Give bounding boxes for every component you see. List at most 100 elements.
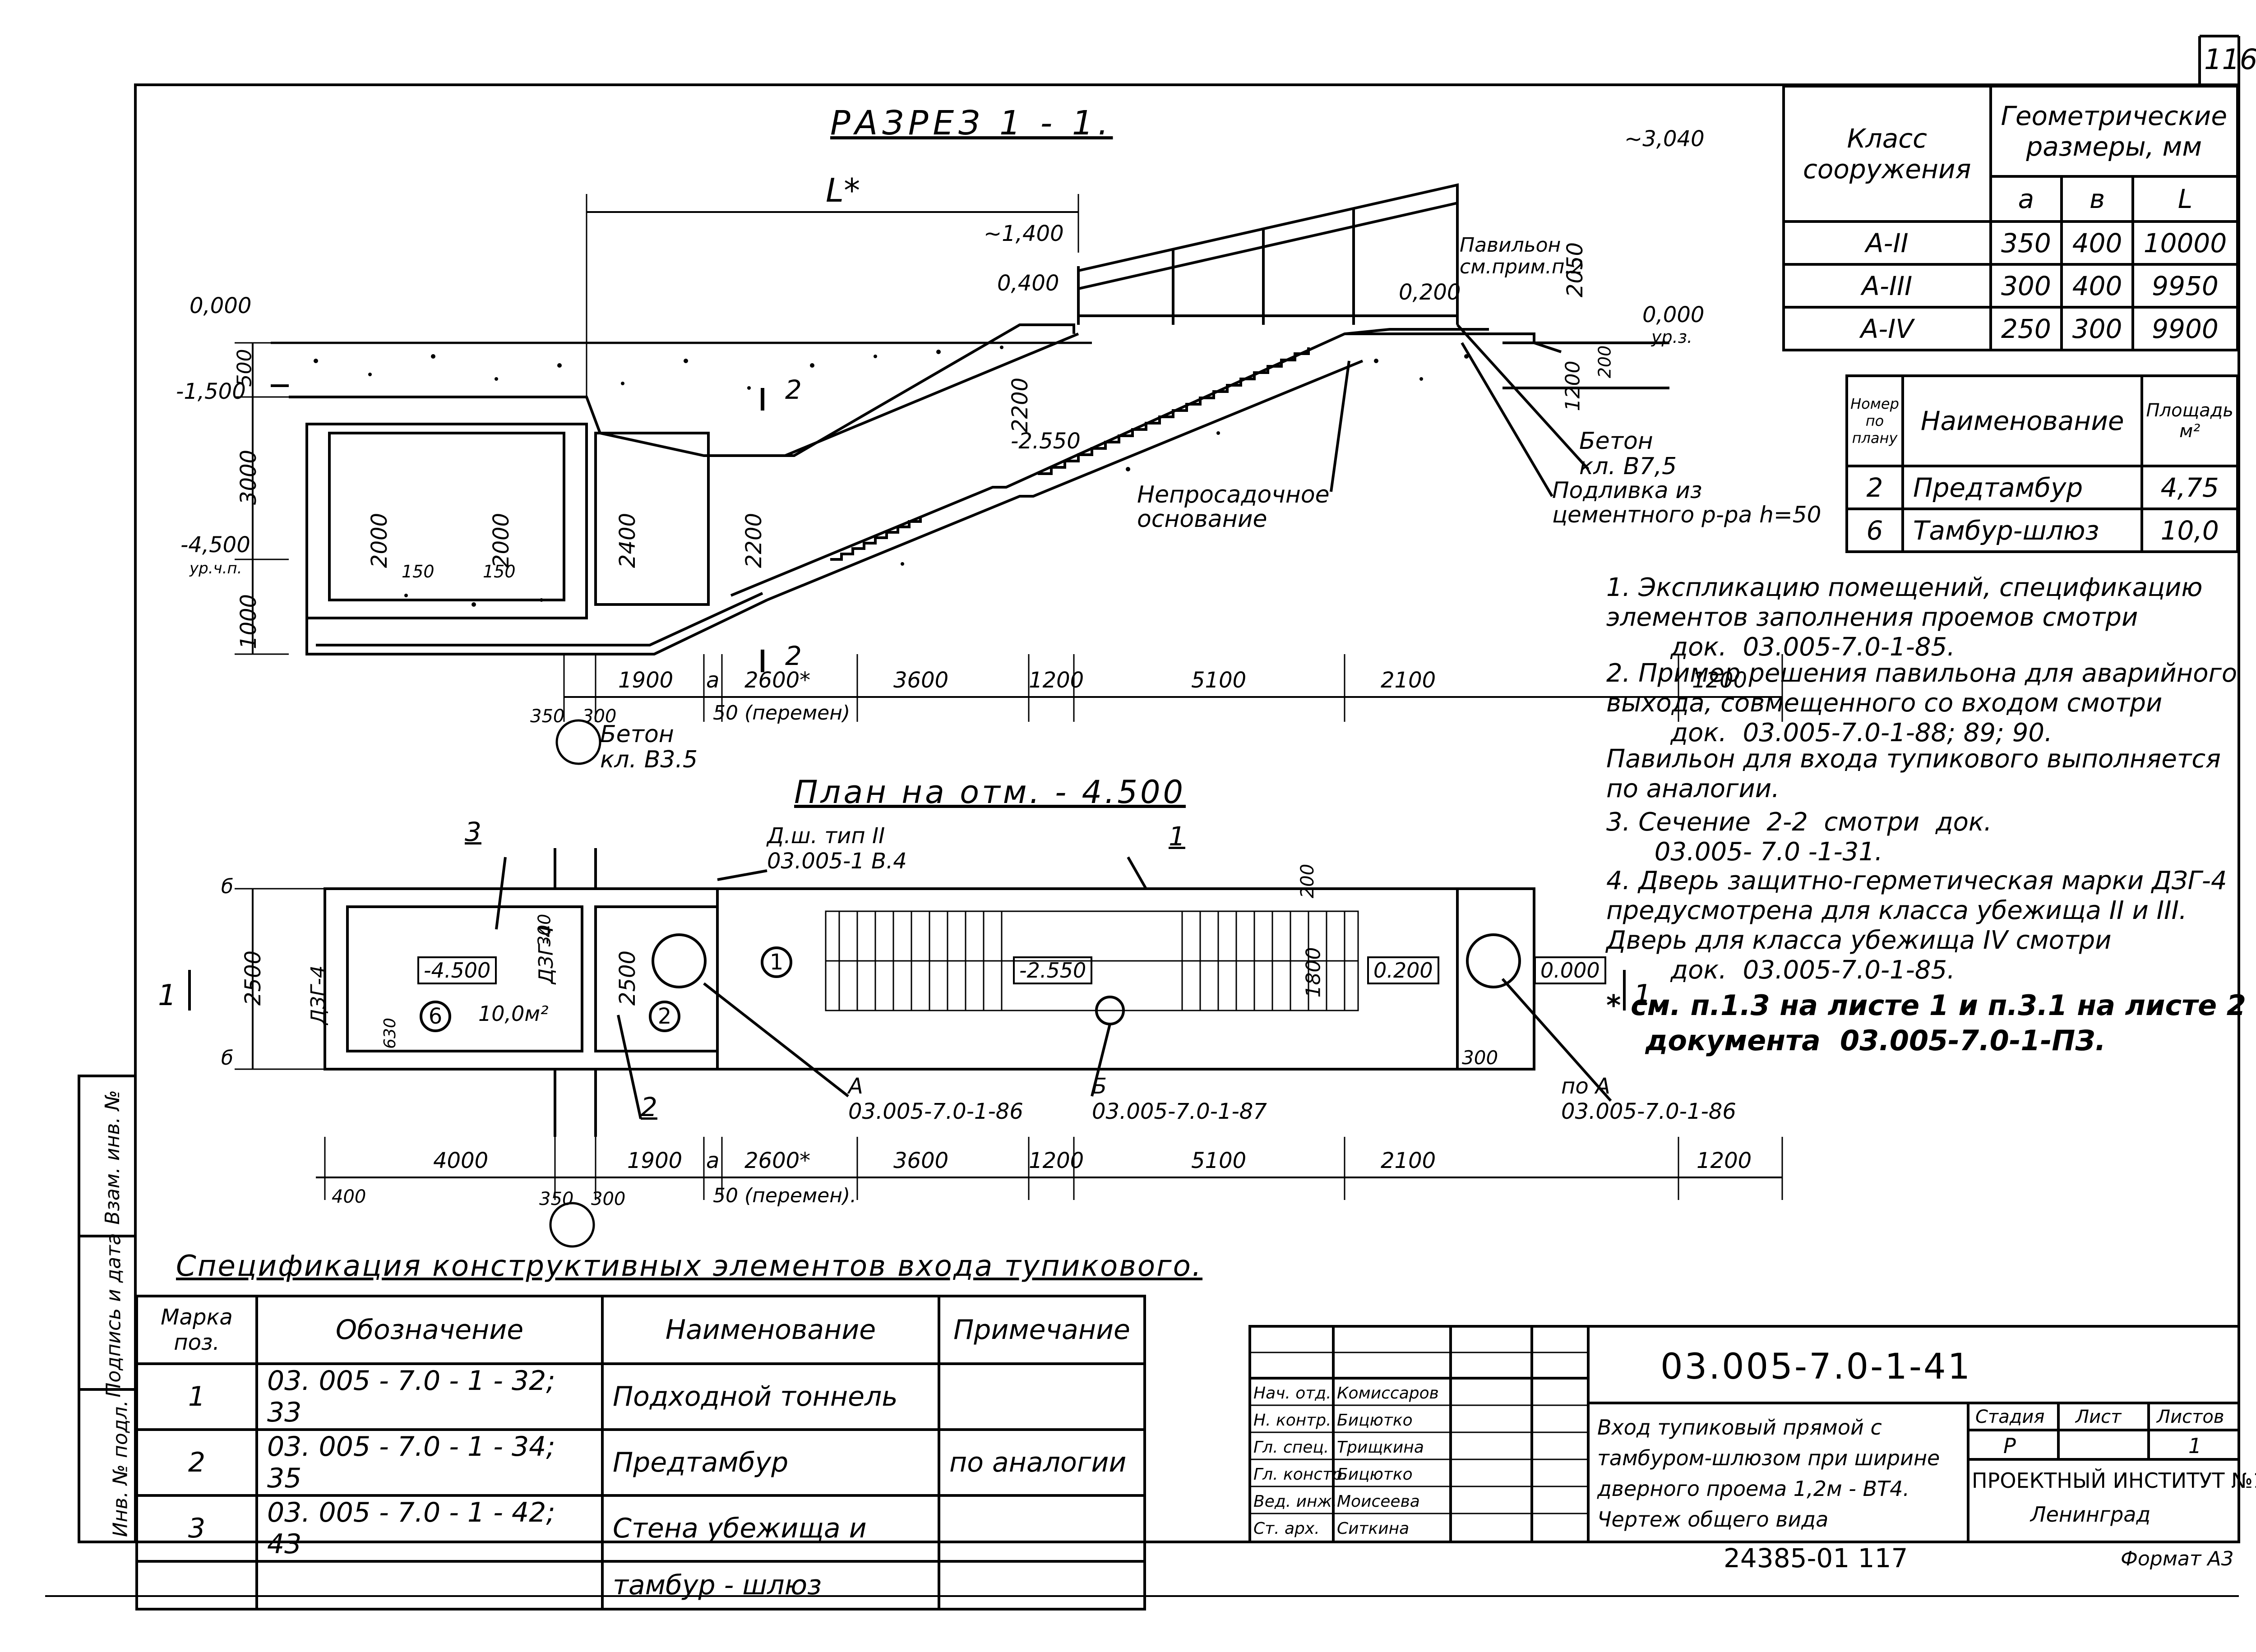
mark-1500: -1,500 xyxy=(176,379,246,404)
room-area: 10,0 xyxy=(2140,508,2239,553)
cell: 10000 xyxy=(2131,220,2239,266)
spec-name: Стена убежища и xyxy=(601,1494,940,1563)
spec-name: Предтамбур xyxy=(601,1428,940,1497)
callout-3: 3 xyxy=(465,817,481,847)
spec-title: Спецификация конструктивных элементов вх… xyxy=(176,1250,1203,1283)
mark-0400: 0,400 xyxy=(997,271,1059,296)
cell: 9900 xyxy=(2131,306,2239,351)
mark-0000: 0,000 xyxy=(190,293,252,318)
room-no: 2 xyxy=(1845,465,1904,510)
concrete-b75-label: Бетон кл. В7,5 xyxy=(1579,428,1677,480)
concrete-b35-label: Бетон кл. В3.5 xyxy=(600,721,698,773)
room-area: 4,75 xyxy=(2140,465,2239,510)
class-header: Класс сооружения xyxy=(1782,85,1992,223)
table-row: А-III 300 400 9950 xyxy=(1782,263,2239,309)
table-row: 1 03. 005 - 7.0 - 1 - 32; 33 Подходной т… xyxy=(135,1362,1146,1431)
base-label: Непросадочное основание xyxy=(1137,481,1330,533)
stage-header: Стадия xyxy=(1975,1407,2045,1427)
plan-dim-1200b: 1200 xyxy=(1697,1148,1752,1173)
table-row: 6 Тамбур-шлюз 10,0 xyxy=(1845,508,2239,553)
plan-dim-350: 350 xyxy=(539,1189,574,1209)
plan-mark-4500: -4.500 xyxy=(417,956,497,984)
plan-title: План на отм. - 4.500 xyxy=(794,774,1186,811)
paper-format: Формат А3 xyxy=(2121,1547,2234,1570)
plan-dim-2100: 2100 xyxy=(1381,1148,1436,1173)
stamp-role-2: Н. контр. xyxy=(1253,1411,1331,1430)
plan-dim-3600: 3600 xyxy=(893,1148,949,1173)
spec-designation: 03. 005 - 7.0 - 1 - 32; 33 xyxy=(255,1362,604,1431)
spec-name: тамбур - шлюз xyxy=(601,1560,940,1610)
spec-designation xyxy=(255,1560,604,1610)
stamp-role-6: Ст. арх. xyxy=(1253,1519,1320,1538)
plan-dim-400: 400 xyxy=(332,1186,366,1207)
spec-mark xyxy=(135,1560,258,1610)
callout-1: 1 xyxy=(1169,821,1185,852)
mark-4500: -4,500 xyxy=(180,532,250,558)
table-row: 2 03. 005 - 7.0 - 1 - 34; 35 Предтамбур … xyxy=(135,1428,1146,1497)
mark-2550: -2.550 xyxy=(1011,429,1081,454)
sec-dim-2600: 2600* xyxy=(744,668,811,693)
sheet-number: 116 xyxy=(2204,43,2256,76)
note-1: 1. Экспликацию помещений, спецификацию э… xyxy=(1606,573,2203,662)
plan-dim-variable: 50 (перемен). xyxy=(713,1184,857,1207)
sheet-header: Лист xyxy=(2076,1407,2122,1427)
organization-city: Ленинград xyxy=(2030,1502,2151,1527)
class-a2: А-II xyxy=(1782,220,1992,266)
grout-label: Подливка из цементного р-ра h=50 xyxy=(1552,477,1821,528)
sec-dim-5100: 5100 xyxy=(1191,668,1247,693)
node-a-ref: А 03.005-7.0-1-86 xyxy=(848,1074,1023,1124)
spec-designation-header: Обозначение xyxy=(255,1295,604,1365)
cell: 350 xyxy=(1989,220,2063,266)
sec-dim-300: 300 xyxy=(582,706,617,727)
note-3: 3. Сечение 2-2 смотри док. 03.005- 7.0 -… xyxy=(1606,808,1992,867)
sec-dim-variable: 50 (перемен) xyxy=(713,701,851,724)
stamp-role-4: Гл. констр. xyxy=(1253,1465,1348,1484)
note-4: 4. Дверь защитно-герметическая марки ДЗГ… xyxy=(1606,866,2227,985)
plan-dim-1900: 1900 xyxy=(627,1148,683,1173)
table-row: тамбур - шлюз xyxy=(135,1560,1146,1610)
cut-2-label-top: 2 xyxy=(785,374,802,405)
stamp-name-5: Моисеева xyxy=(1337,1492,1420,1511)
doc-code: 03.005-7.0-1-41 xyxy=(1660,1347,1972,1387)
sec-dim-3600: 3600 xyxy=(893,668,949,693)
sec-dim-150b: 150 xyxy=(483,562,516,581)
sheets-header: Листов xyxy=(2157,1407,2224,1427)
spec-name: Подходной тоннель xyxy=(601,1362,940,1431)
plan-dim-b-top: б xyxy=(221,875,234,898)
sec-dim-350: 350 xyxy=(530,706,565,727)
spec-mark: 1 xyxy=(135,1362,258,1431)
plan-dim-300: 300 xyxy=(591,1189,626,1209)
stamp-role-1: Нач. отд. xyxy=(1253,1384,1331,1403)
stamp-role-5: Вед. инж. xyxy=(1253,1492,1337,1511)
spec-note xyxy=(938,1560,1146,1610)
sheet-frame xyxy=(134,83,2240,1543)
mark-floor-level: ур.ч.п. xyxy=(190,559,242,577)
cut-2-label-bottom: 2 xyxy=(785,641,802,671)
plan-dim-5100: 5100 xyxy=(1191,1148,1247,1173)
sec-dim-1900: 1900 xyxy=(618,668,674,693)
room-no: 6 xyxy=(1845,508,1904,553)
cell: 300 xyxy=(2060,306,2134,351)
table-row: 2 Предтамбур 4,75 xyxy=(1845,465,2239,510)
stamp-name-4: Бицюткo xyxy=(1337,1465,1413,1484)
sec-dim-1200b: 1200 xyxy=(1692,668,1747,693)
plan-dim-1200a: 1200 xyxy=(1029,1148,1084,1173)
spec-mark: 2 xyxy=(135,1428,258,1497)
table-row: А-IV 250 300 9900 xyxy=(1782,306,2239,351)
sheets-value: 1 xyxy=(2188,1434,2202,1458)
spec-note xyxy=(938,1494,1146,1563)
spec-mark: 3 xyxy=(135,1494,258,1563)
mark-ground-level: ур.з. xyxy=(1651,327,1692,347)
room-1-marker: 1 xyxy=(761,946,792,978)
sec-dim-1200a: 1200 xyxy=(1029,668,1084,693)
stamp-name-1: Комиссаров xyxy=(1337,1384,1439,1403)
spec-note: по аналогии xyxy=(938,1428,1146,1497)
col-l: L xyxy=(2131,175,2239,223)
col-b: в xyxy=(2060,175,2134,223)
sec-dim-a: a xyxy=(706,668,720,693)
spec-name-header: Наименование xyxy=(601,1295,940,1365)
room-table: Номер по плану Наименование Площадь м² 2… xyxy=(1845,374,2239,553)
plan-mark-2550: -2.550 xyxy=(1013,956,1093,984)
note-2: 2. Пример решения павильона для аварийно… xyxy=(1606,659,2238,748)
